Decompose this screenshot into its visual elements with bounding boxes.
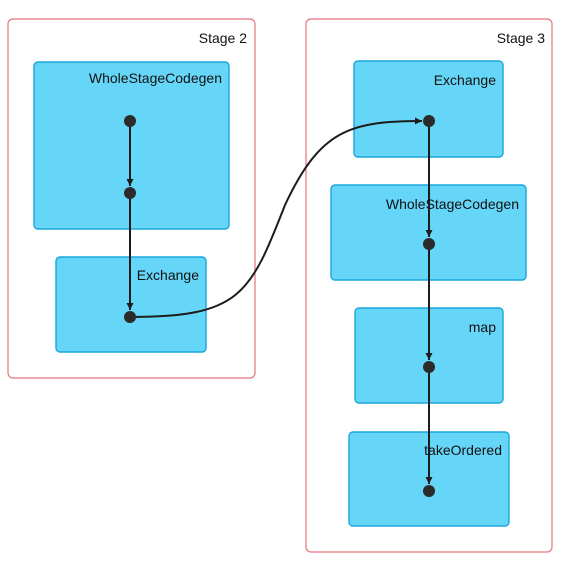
cluster-wholestagecodegen-box	[33, 61, 230, 230]
cluster-takeordered-label: takeOrdered	[424, 442, 502, 458]
edge-arrow-cross-stage	[129, 117, 423, 318]
stage-2-label: Stage 2	[199, 30, 247, 46]
cluster-wholestagecodegen-label: WholeStageCodegen	[89, 70, 222, 86]
stage-3-label: Stage 3	[497, 30, 545, 46]
cluster-exchange-label: Exchange	[137, 267, 199, 283]
operation-node[interactable]	[124, 115, 136, 127]
cluster-wholestagecodegen-label: WholeStageCodegen	[386, 196, 519, 212]
cluster-exchange-label: Exchange	[434, 72, 496, 88]
cluster-map-label: map	[469, 319, 496, 335]
operation-node[interactable]	[124, 187, 136, 199]
edges	[126, 117, 433, 484]
operation-node[interactable]	[423, 361, 435, 373]
nodes	[124, 115, 435, 497]
cluster-wholestagecodegen[interactable]: WholeStageCodegen	[33, 61, 230, 230]
operation-node[interactable]	[423, 115, 435, 127]
operation-node[interactable]	[124, 311, 136, 323]
operation-node[interactable]	[423, 485, 435, 497]
operation-node[interactable]	[423, 238, 435, 250]
